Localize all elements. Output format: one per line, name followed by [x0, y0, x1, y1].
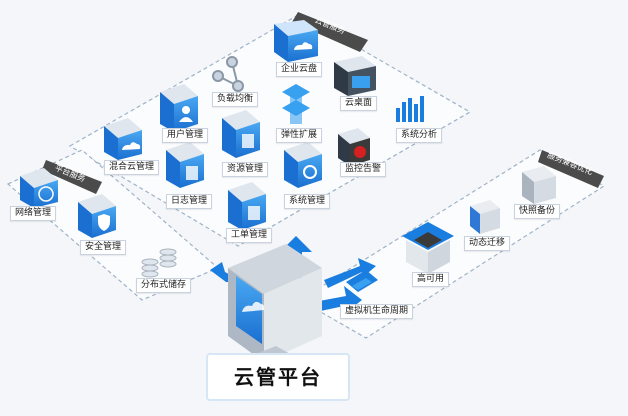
tag-compat-bg: [538, 150, 604, 188]
box-system-mgmt: [284, 142, 322, 188]
box-load-balance: [212, 56, 244, 92]
label-elastic-scale: 弹性扩展: [276, 128, 323, 143]
label-dist-storage: 分布式储存: [136, 278, 192, 293]
box-resource-mgmt: [222, 110, 260, 158]
label-vm-lifecycle: 虚拟机生命周期: [340, 304, 414, 319]
box-log-mgmt: [166, 142, 204, 188]
label-log-mgmt: 日志管理: [166, 194, 213, 209]
label-ticket-mgmt: 工单管理: [226, 228, 273, 243]
box-snapshot-backup: [522, 166, 556, 204]
label-enterprise-disk: 企业云盘: [276, 62, 323, 77]
box-vm-lifecycle: [346, 270, 378, 292]
box-sys-analysis: [396, 96, 424, 122]
icon-boxes: [20, 20, 556, 292]
tag-cloud-bg: [292, 12, 368, 52]
box-elastic-scale: [282, 84, 310, 124]
box-network-mgmt: [20, 168, 58, 208]
box-live-migration: [470, 200, 500, 234]
label-monitor-alarm: 监控告警: [340, 162, 387, 177]
label-security-mgmt: 安全管理: [80, 240, 127, 255]
label-sys-analysis: 系统分析: [396, 128, 443, 143]
arrow-to-compat: [324, 258, 376, 288]
label-user-mgmt: 用户管理: [162, 128, 209, 143]
box-ticket-mgmt: [228, 182, 266, 230]
label-high-availability: 高可用: [412, 272, 450, 287]
page-title: 云管平台: [206, 353, 350, 401]
box-security-mgmt: [78, 194, 116, 238]
box-cloud-desktop: [334, 56, 376, 96]
label-live-migration: 动态迁移: [464, 236, 511, 251]
box-user-mgmt: [160, 84, 198, 132]
box-high-availability: [402, 222, 454, 274]
central-monitor: [228, 244, 322, 368]
tag-platform-bg: [42, 160, 102, 194]
box-dist-storage: [141, 248, 177, 278]
label-load-balance: 负载均衡: [212, 92, 259, 107]
label-network-mgmt: 网络管理: [10, 206, 57, 221]
label-snapshot-backup: 快照备份: [514, 204, 561, 219]
box-hybrid-cloud: [104, 118, 142, 160]
label-cloud-desktop: 云桌面: [340, 96, 378, 111]
box-enterprise-disk: [274, 20, 318, 62]
label-hybrid-cloud: 混合云管理: [104, 160, 160, 175]
label-resource-mgmt: 资源管理: [222, 162, 269, 177]
label-system-mgmt: 系统管理: [284, 194, 331, 209]
box-monitor-alarm: [338, 128, 370, 166]
